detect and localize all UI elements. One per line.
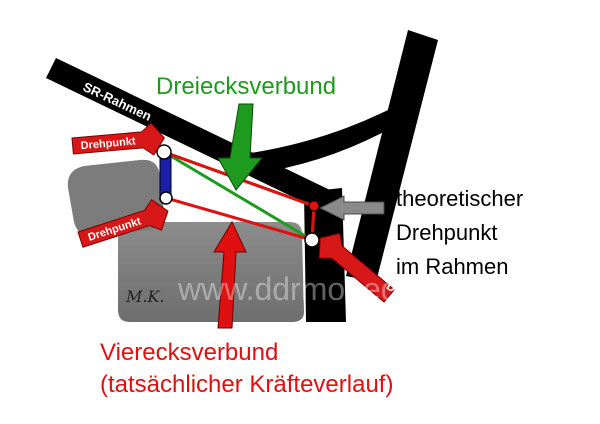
engine-block: [118, 222, 304, 322]
quad-label-line1: Vierecksverbund: [100, 339, 278, 366]
quad-label-line2: (tatsächlicher Kräfteverlauf): [100, 371, 393, 398]
pivot-label-line3: im Rahmen: [396, 254, 508, 279]
pivot-rear: [304, 232, 320, 248]
frame-curved-brace: [228, 106, 402, 176]
author-initials: M.K.: [125, 287, 165, 306]
tag-left-top-text: Drehpunkt: [80, 135, 136, 152]
pivot-label-line2: Drehpunkt: [396, 220, 498, 245]
pivot-pointer-arrow: [318, 195, 385, 221]
pivot-top: [156, 144, 172, 160]
theoretical-pivot: [308, 200, 320, 212]
triangle-arrow: [217, 103, 264, 191]
pivot-bottom: [159, 191, 173, 205]
pivot-label-line1: theoretischer: [396, 186, 523, 211]
tag-left-top: Drehpunkt: [71, 122, 165, 156]
frame-upper-strut: [346, 30, 438, 282]
watermark: www.ddrmoped.de: [177, 271, 443, 307]
quad-arrow: [213, 220, 247, 329]
triangle-label: Dreiecksverbund: [156, 73, 336, 100]
